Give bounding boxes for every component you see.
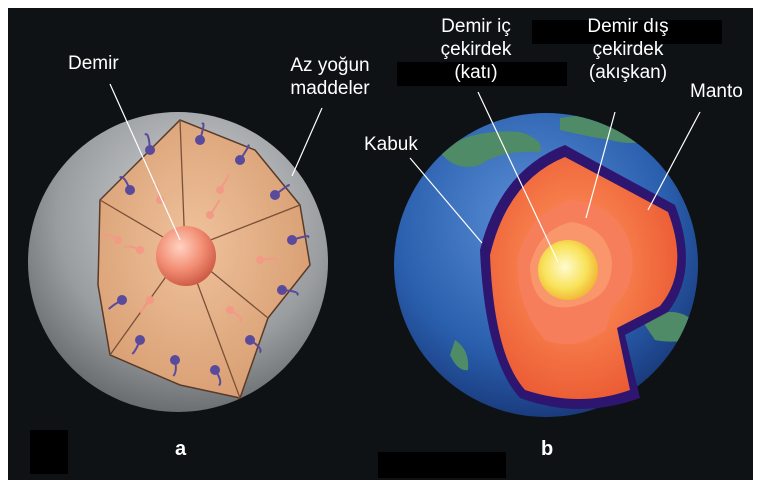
panel-b-globe [394, 113, 700, 417]
label-manto: Manto [690, 80, 743, 103]
inner-core [538, 240, 598, 300]
label-demir-ic-line1: Demir iç [426, 15, 526, 38]
label-demir: Demir [68, 52, 119, 75]
label-az-yogun: Az yoğun maddeler [280, 54, 380, 100]
iron-core-blob [156, 226, 216, 286]
mask-bottom-left [30, 430, 68, 474]
label-demir-dis-line2: çekirdek [574, 38, 682, 61]
label-az-yogun-line1: Az yoğun [280, 54, 380, 77]
leader-az-yogun [292, 108, 322, 176]
label-demir-dis-line3: (akışkan) [574, 61, 682, 84]
label-az-yogun-line2: maddeler [280, 77, 380, 100]
mask-bottom-middle [378, 452, 506, 478]
panel-a-sphere [28, 112, 328, 412]
label-demir-dis: Demir dış çekirdek (akışkan) [574, 15, 682, 84]
caption-b: b [541, 438, 553, 461]
label-demir-ic-line2: çekirdek [426, 38, 526, 61]
label-kabuk: Kabuk [364, 133, 418, 156]
label-demir-ic-line3: (katı) [426, 61, 526, 84]
caption-a: a [175, 438, 186, 461]
label-demir-ic: Demir iç çekirdek (katı) [426, 15, 526, 84]
label-demir-dis-line1: Demir dış [574, 15, 682, 38]
